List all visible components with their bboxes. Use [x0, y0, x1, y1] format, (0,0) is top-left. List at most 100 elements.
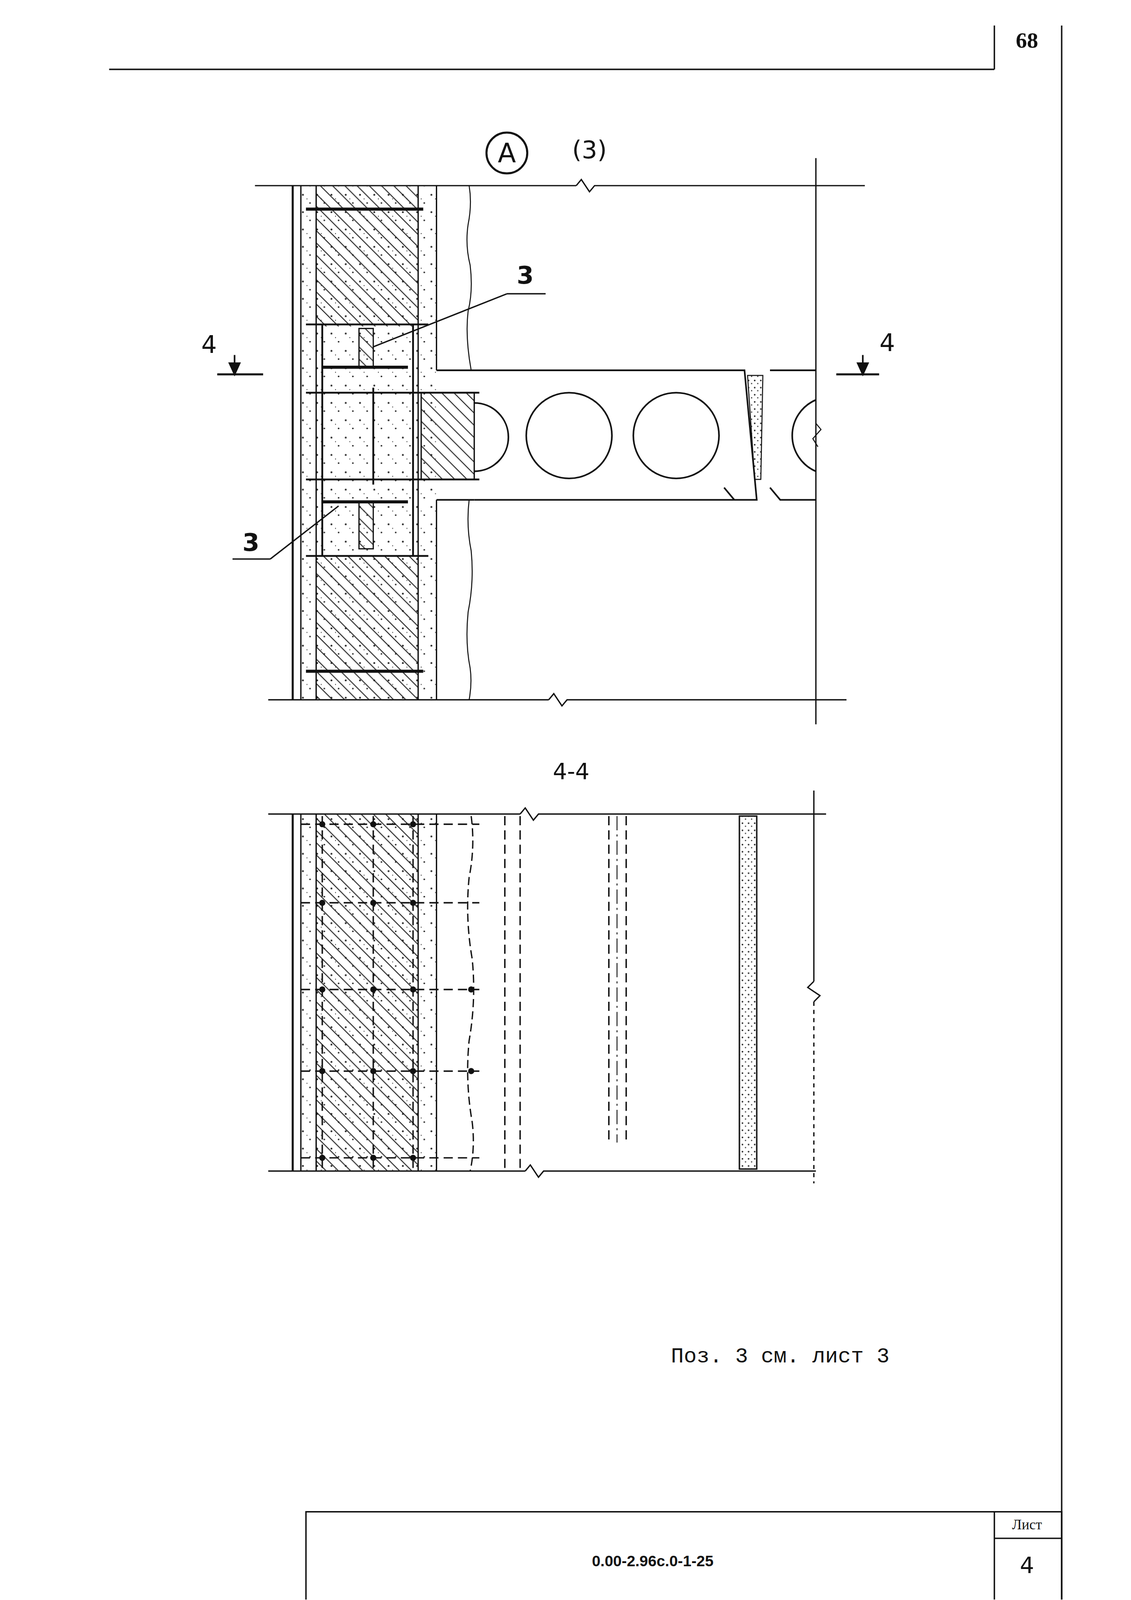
drawing-path [466, 499, 472, 700]
drawing-line [108, 68, 995, 71]
sheet-caption: Лист [1012, 1517, 1043, 1532]
drawing-line [608, 815, 610, 1143]
drawing-rect [300, 813, 437, 1171]
section-markers [217, 355, 880, 375]
callout-number: 3 [242, 530, 260, 555]
drawing-line [321, 815, 323, 1172]
drawing-line [1060, 25, 1063, 1600]
drawing-rect [316, 555, 419, 700]
drawing-rect [358, 501, 373, 549]
drawing-path [576, 179, 865, 192]
drawing-rect [316, 813, 419, 1171]
callout-number: 3 [516, 263, 534, 288]
drawing-line [417, 813, 419, 1171]
section-title: 4-4 [552, 760, 590, 784]
drawing-line [300, 813, 302, 1171]
drawing-path [812, 423, 822, 447]
drawing-rect [739, 815, 757, 1169]
drawing-circle [409, 821, 416, 827]
drawing-line [300, 185, 302, 700]
drawing-path [525, 1164, 816, 1178]
drawing-line [305, 207, 424, 211]
drawing-circle [370, 899, 377, 906]
drawing-line [813, 1001, 815, 1183]
detail-marker-circle: A [485, 131, 529, 175]
drawing-path [548, 693, 847, 706]
drawing-rect [358, 328, 373, 367]
drawing-line [813, 790, 815, 982]
section-mark: 4 [879, 330, 895, 356]
drawing-line [417, 185, 419, 700]
sheet-number: 4 [1019, 1554, 1034, 1577]
leader-lines [232, 293, 546, 559]
drawing-circle [370, 821, 377, 827]
drawing-line [300, 901, 480, 904]
drawing-line [315, 185, 317, 700]
drawing-rect [300, 185, 437, 700]
drawing-line [372, 387, 375, 485]
drawing-path [436, 370, 757, 500]
drawing-circle [319, 1067, 326, 1074]
drawing-line [321, 324, 324, 556]
drawing-line [815, 158, 817, 725]
drawing-path [466, 185, 472, 371]
drawing-line [270, 506, 339, 559]
drawing-path [436, 498, 475, 501]
drawing-line [993, 1511, 996, 1600]
drawing-line [504, 815, 506, 1172]
drawing-line [506, 293, 546, 295]
drawing-line [616, 815, 618, 1143]
drawing-line [994, 1537, 1062, 1539]
drawing-circle [370, 1154, 377, 1161]
drawing-line [836, 373, 880, 376]
drawing-path [229, 362, 240, 375]
sheet-frame [108, 25, 1062, 1600]
drawing-path [467, 815, 474, 1172]
drawing-line [305, 669, 424, 673]
drawing-line [993, 25, 996, 70]
drawing-line [232, 558, 271, 560]
drawing-circle [370, 986, 377, 992]
drawing-g [319, 821, 475, 1161]
drawing-line [300, 1156, 480, 1159]
drawing-line [412, 815, 414, 1172]
drawing-line [291, 185, 294, 700]
drawing-rect [421, 392, 475, 480]
drawing-g [300, 815, 627, 1172]
detail-letter: A [497, 139, 517, 166]
drawing-line [435, 813, 438, 1171]
drawing-path [792, 399, 816, 472]
drawing-circle [409, 1067, 416, 1074]
drawing-line [373, 293, 507, 347]
drawing-circle [370, 1067, 377, 1074]
drawing-line [519, 815, 521, 1172]
drawing-circle [409, 986, 416, 992]
drawing-line [372, 815, 374, 1172]
drawing-line [435, 499, 438, 700]
drawing-rect [305, 1511, 1062, 1600]
drawing-line [300, 823, 480, 825]
drawing-line [435, 185, 438, 371]
drawing-circle [409, 1154, 416, 1161]
drawing-path [474, 498, 734, 501]
drawing-line [322, 365, 408, 369]
drawing-path [857, 362, 868, 375]
drawing-circle [468, 986, 475, 992]
drawing-line [315, 813, 317, 1171]
drawing-line [412, 324, 414, 556]
drawing-path [769, 370, 816, 500]
drawing-rect [316, 185, 419, 327]
drawing-circle [633, 392, 719, 479]
drawing-circle [319, 899, 326, 906]
note: Поз. 3 см. лист 3 [671, 1345, 890, 1368]
drawing-path [474, 402, 509, 472]
drawing-polygon [747, 375, 764, 480]
drawing-line [217, 373, 264, 376]
drawing-circle [409, 899, 416, 906]
drawing-circle [319, 1154, 326, 1161]
drawing-line [305, 554, 429, 557]
document-code: 0.00-2.96с.0-1-25 [591, 1552, 714, 1569]
drawing-line [291, 813, 294, 1171]
drawing-line [300, 1069, 480, 1072]
